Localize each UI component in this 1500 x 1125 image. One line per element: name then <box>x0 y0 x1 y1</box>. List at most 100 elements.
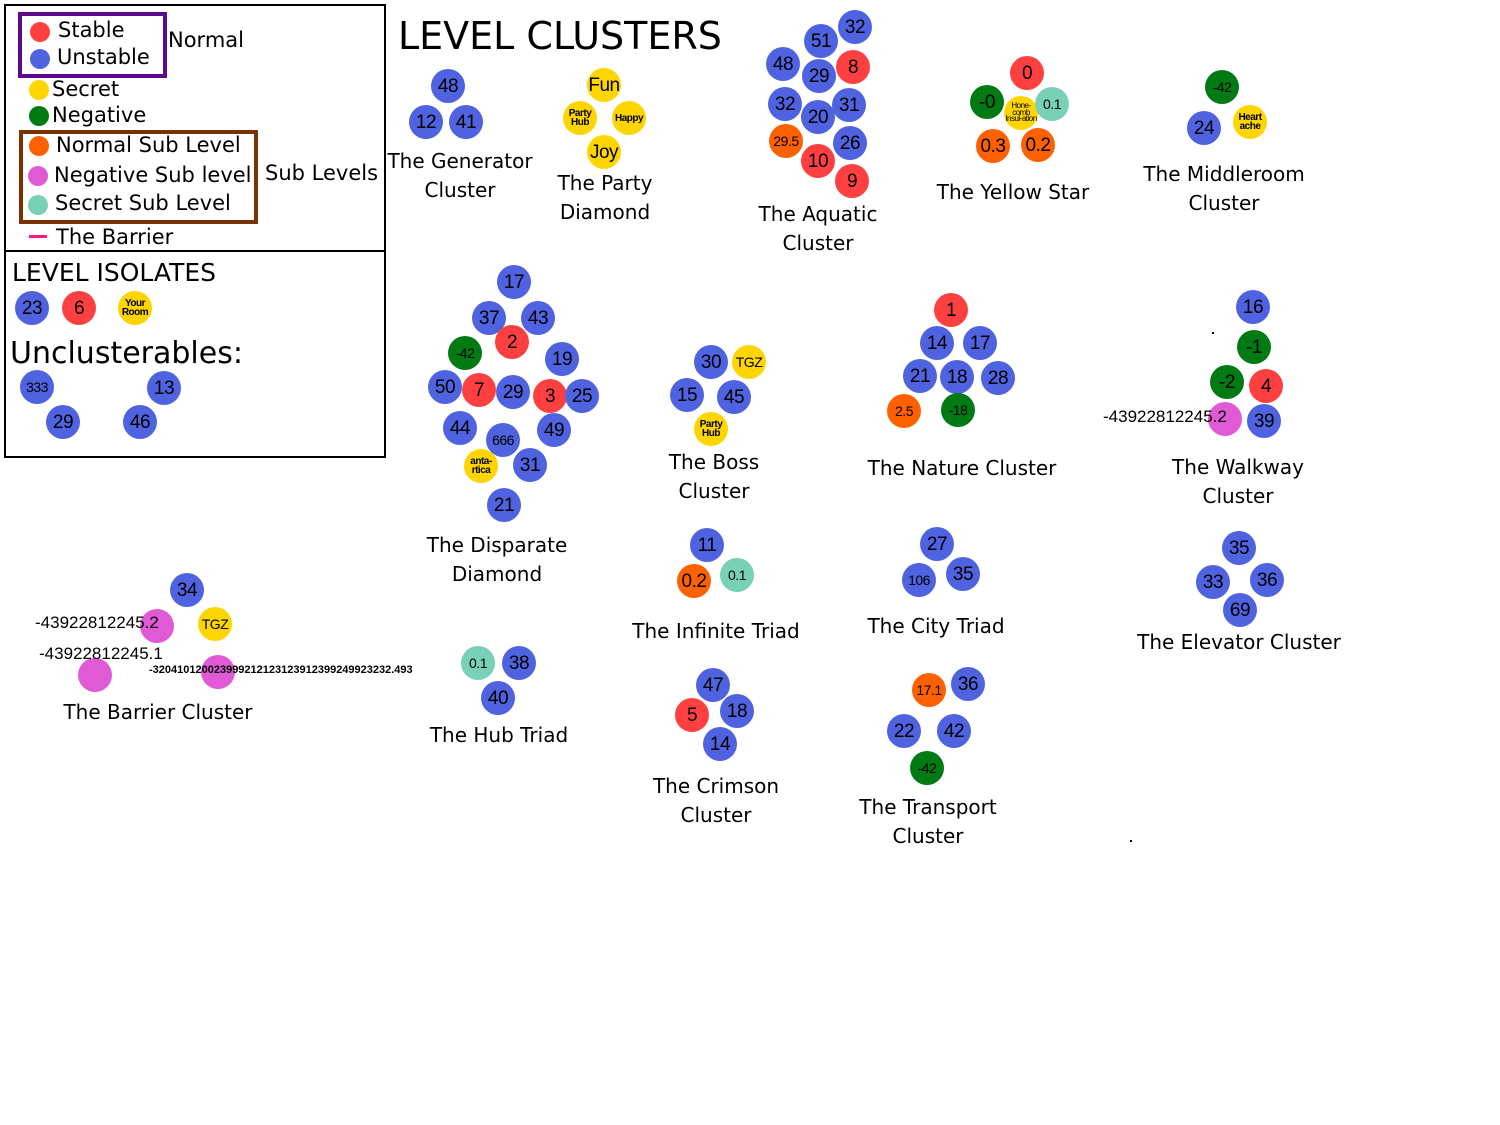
level-node-label: -43922812245.2 <box>1103 407 1227 426</box>
level-node-secret: TGZ <box>732 345 766 379</box>
level-node-stable: 4 <box>1249 369 1283 403</box>
level-node-unstable: 24 <box>1187 111 1221 145</box>
level-node-secret: Joy <box>587 135 621 169</box>
level-node-unstable: 49 <box>537 413 571 447</box>
level-node-stable: 5 <box>675 698 709 732</box>
level-node-unstable: 33 <box>1196 565 1230 599</box>
level-node-label: -43922812245.1 <box>39 644 163 663</box>
level-node-unstable: 36 <box>951 667 985 701</box>
legend-label-stable: Stable <box>58 18 125 42</box>
level-node-normal-sub: 2.5 <box>887 394 921 428</box>
level-node-secret: Party Hub <box>694 412 728 446</box>
level-node-unstable: 47 <box>696 668 730 702</box>
level-node-unstable: 29 <box>46 405 80 439</box>
legend-sub-level-group <box>19 130 258 224</box>
level-node-unstable: 21 <box>487 488 521 522</box>
cluster-name-elevator: The Elevator Cluster <box>1137 630 1341 654</box>
level-node-stable: 3 <box>533 379 567 413</box>
level-node-normal-sub: 0.3 <box>976 129 1010 163</box>
level-node-secret: Happy <box>612 101 646 135</box>
cluster-name-party: The Party Diamond <box>557 171 653 224</box>
level-node-unstable: 35 <box>1222 531 1256 565</box>
secret-sub-level-dot-icon <box>28 195 48 215</box>
level-node-unstable: 17 <box>963 326 997 360</box>
level-node-unstable: 12 <box>409 105 443 139</box>
legend-normal-group <box>18 12 167 78</box>
level-node-unstable: 16 <box>1236 290 1270 324</box>
level-node-secret: Fun <box>587 68 621 102</box>
cluster-name-hub: The Hub Triad <box>429 723 569 747</box>
level-node-secret: Your Room <box>118 291 152 325</box>
level-node-unstable: 25 <box>565 379 599 413</box>
level-node-negative: -18 <box>941 393 975 427</box>
level-node-stable: 10 <box>801 144 835 178</box>
level-node-unstable: 34 <box>170 573 204 607</box>
cluster-name-transport: The Transport Cluster <box>859 795 997 848</box>
cluster-name-infinite: The Infinite Triad <box>632 619 800 643</box>
cluster-name-nature: The Nature Cluster <box>867 456 1057 480</box>
level-node-secret: TGZ <box>198 607 232 641</box>
level-node-unstable: 21 <box>903 359 937 393</box>
level-node-unstable: 32 <box>838 10 872 44</box>
level-node-unstable: 48 <box>431 69 465 103</box>
level-node-negative: -0 <box>970 85 1004 119</box>
negative-dot-icon <box>29 106 49 126</box>
level-node-unstable: 48 <box>766 47 800 81</box>
unclusterables-title: Unclusterables: <box>10 336 243 371</box>
stray-pixel <box>1130 840 1132 842</box>
level-node-unstable: 43 <box>521 301 555 335</box>
level-node-negative: -42 <box>910 751 944 785</box>
stable-dot-icon <box>30 22 50 42</box>
negative-sub-level-dot-icon <box>28 166 48 186</box>
cluster-name-aquatic: The Aquatic Cluster <box>758 202 878 255</box>
level-node-unstable: 17 <box>497 265 531 299</box>
cluster-name-boss: The Boss Cluster <box>668 450 760 503</box>
secret-dot-icon <box>29 80 49 100</box>
level-node-unstable: 69 <box>1223 593 1257 627</box>
level-node-stable: 7 <box>462 373 496 407</box>
legend-divider <box>4 250 384 252</box>
level-node-stable: 2 <box>495 325 529 359</box>
level-node-unstable: 20 <box>801 100 835 134</box>
cluster-name-generator: The Generator Cluster <box>387 149 533 202</box>
level-node-unstable: 41 <box>449 105 483 139</box>
level-node-unstable: 44 <box>443 411 477 445</box>
level-node-unstable: 28 <box>981 361 1015 395</box>
level-node-unstable: 39 <box>1247 404 1281 438</box>
level-node-unstable: 50 <box>428 370 462 404</box>
level-node-unstable: 23 <box>15 291 49 325</box>
level-node-secret: Party Hub <box>563 101 597 135</box>
level-node-unstable: 31 <box>513 448 547 482</box>
level-node-unstable: 22 <box>887 714 921 748</box>
cluster-name-walkway: The Walkway Cluster <box>1172 455 1304 508</box>
cluster-name-middleroom: The Middleroom Cluster <box>1143 162 1305 215</box>
legend-label-secret: Secret <box>52 77 120 101</box>
level-node-stable: 8 <box>836 50 870 84</box>
level-node-unstable: 333 <box>20 370 54 404</box>
level-node-negative-sub <box>140 609 174 643</box>
level-node-negative: -2 <box>1210 365 1244 399</box>
level-node-stable: 6 <box>62 291 96 325</box>
level-node-negative: -42 <box>1205 70 1239 104</box>
level-node-negative-sub <box>1208 402 1242 436</box>
level-node-unstable: 15 <box>670 378 704 412</box>
level-node-secret-sub: 0.1 <box>720 558 754 592</box>
legend-label-secret-sub-level: Secret Sub Level <box>55 191 231 215</box>
level-node-label: -43922812245.2 <box>35 613 159 632</box>
level-node-unstable: 40 <box>481 681 515 715</box>
level-node-unstable: 35 <box>946 557 980 591</box>
level-node-unstable: 666 <box>486 423 520 457</box>
level-node-secret: Hone-comb Insul-ation <box>1004 96 1038 130</box>
level-node-stable: 0 <box>1010 56 1044 90</box>
level-node-normal-sub: 0.2 <box>1021 128 1055 162</box>
cluster-name-crimson: The Crimson Cluster <box>652 774 780 827</box>
level-node-unstable: 26 <box>833 126 867 160</box>
normal-sub-level-dot-icon <box>29 136 49 156</box>
level-node-unstable: 14 <box>703 727 737 761</box>
level-node-stable: 1 <box>934 293 968 327</box>
legend-label-normal-sub-level: Normal Sub Level <box>56 133 241 157</box>
legend-panel <box>4 4 386 458</box>
level-node-unstable: 18 <box>720 694 754 728</box>
legend-label-unstable: Unstable <box>57 45 150 69</box>
legend-label-negative-sub-level: Negative Sub level <box>54 163 252 187</box>
